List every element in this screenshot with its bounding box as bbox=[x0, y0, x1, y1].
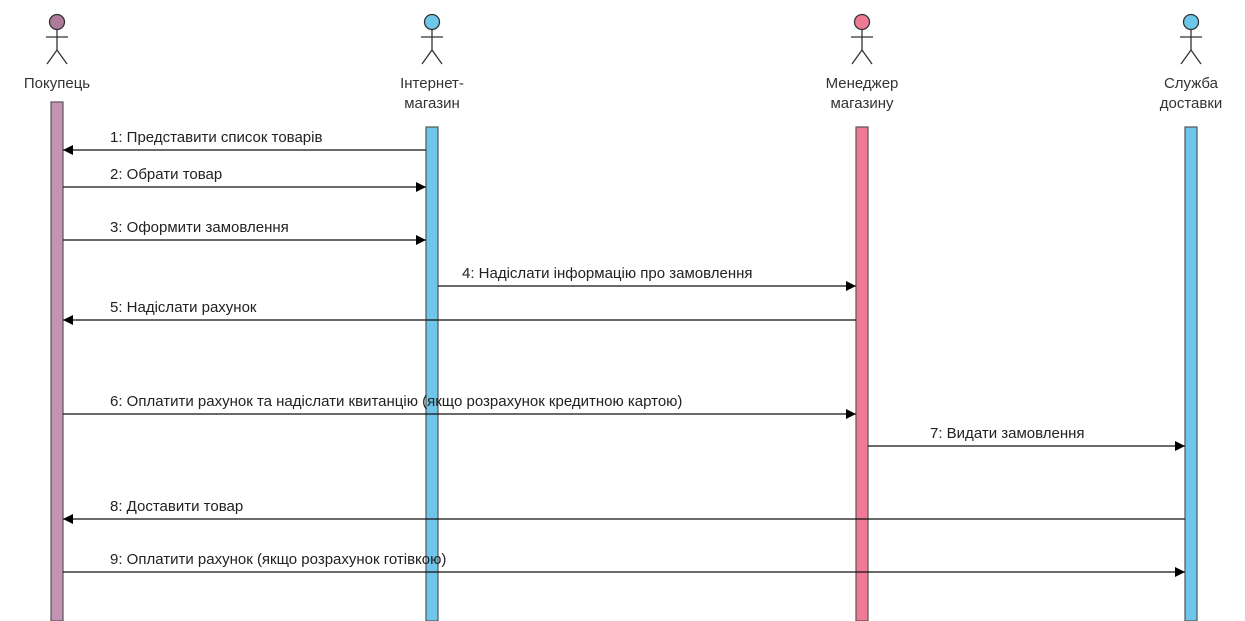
message-label: 2: Обрати товар bbox=[110, 166, 222, 183]
actor-right-leg-icon bbox=[1190, 49, 1202, 65]
message-2: 2: Обрати товар bbox=[63, 166, 426, 192]
actor-label-delivery: доставки bbox=[1160, 95, 1223, 112]
activation-bar-buyer bbox=[50, 101, 64, 621]
actor-label-shop: магазин bbox=[404, 95, 460, 112]
message-4: 4: Надіслати інформацію про замовлення bbox=[438, 265, 856, 291]
message-3: 3: Оформити замовлення bbox=[63, 219, 426, 245]
message-1: 1: Представити список товарів bbox=[63, 129, 426, 155]
actor-label-manager: Менеджер bbox=[826, 75, 899, 92]
message-label: 3: Оформити замовлення bbox=[110, 219, 289, 236]
actor-delivery: Служба доставки bbox=[1160, 13, 1223, 112]
actor-label-shop: Інтернет- bbox=[400, 75, 464, 92]
message-label: 6: Оплатити рахунок та надіслати квитанц… bbox=[110, 393, 682, 410]
actor-right-leg-icon bbox=[431, 49, 443, 65]
message-label: 1: Представити список товарів bbox=[110, 129, 322, 146]
actor-left-leg-icon bbox=[1180, 49, 1192, 65]
message-label: 7: Видати замовлення bbox=[930, 425, 1085, 442]
message-5: 5: Надіслати рахунок bbox=[63, 299, 856, 325]
message-label: 9: Оплатити рахунок (якщо розрахунок гот… bbox=[110, 551, 446, 568]
actor-head-icon bbox=[48, 13, 66, 31]
activation-bar-delivery bbox=[1184, 126, 1198, 621]
messages-layer: 1: Представити список товарів 2: Обрати т… bbox=[63, 129, 1185, 577]
actor-label-buyer: Покупець bbox=[24, 75, 90, 92]
actor-head-icon bbox=[1182, 13, 1200, 31]
actor-label-delivery: Служба bbox=[1164, 75, 1219, 92]
actor-left-leg-icon bbox=[851, 49, 863, 65]
message-9: 9: Оплатити рахунок (якщо розрахунок гот… bbox=[63, 551, 1185, 577]
actor-head-icon bbox=[853, 13, 871, 31]
actor-head-icon bbox=[423, 13, 441, 31]
actor-label-manager: магазину bbox=[830, 95, 894, 112]
actor-manager: Менеджер магазину bbox=[826, 13, 899, 112]
message-8: 8: Доставити товар bbox=[63, 498, 1185, 524]
actor-shop: Інтернет-магазин bbox=[400, 13, 464, 112]
message-label: 8: Доставити товар bbox=[110, 498, 243, 515]
actor-right-leg-icon bbox=[56, 49, 68, 65]
message-7: 7: Видати замовлення bbox=[868, 425, 1185, 451]
message-label: 5: Надіслати рахунок bbox=[110, 299, 257, 316]
activation-bar-shop bbox=[425, 126, 439, 621]
activation-bar-manager bbox=[855, 126, 869, 621]
lifelines-layer bbox=[50, 101, 1198, 621]
actor-left-leg-icon bbox=[46, 49, 58, 65]
message-label: 4: Надіслати інформацію про замовлення bbox=[462, 265, 753, 282]
actor-left-leg-icon bbox=[421, 49, 433, 65]
actor-right-leg-icon bbox=[861, 49, 873, 65]
message-6: 6: Оплатити рахунок та надіслати квитанц… bbox=[63, 393, 856, 419]
actor-buyer: Покупець bbox=[24, 13, 90, 92]
